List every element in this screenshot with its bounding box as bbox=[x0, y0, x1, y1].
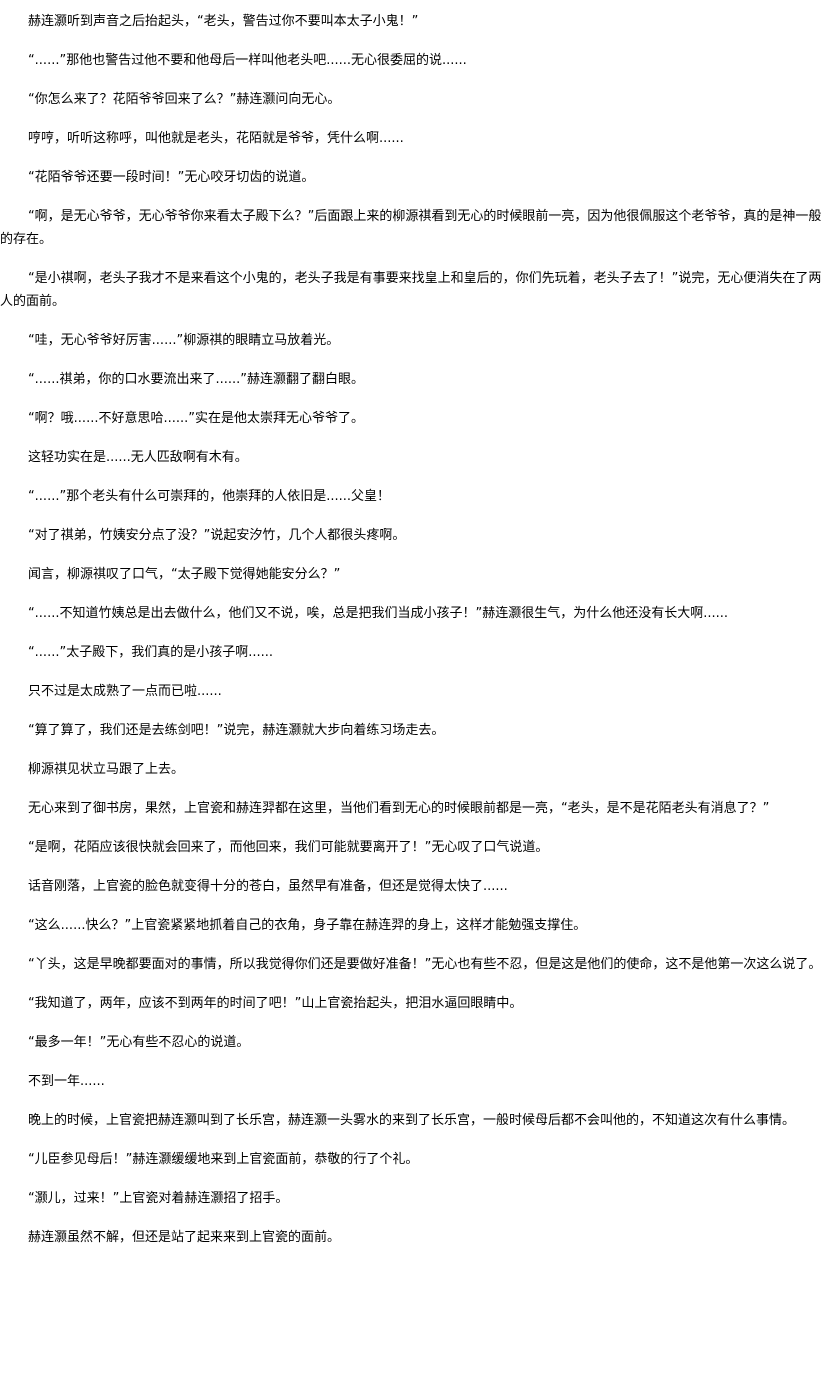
paragraph: “......祺弟，你的口水要流出来了......”赫连灏翻了翻白眼。 bbox=[27, 372, 364, 387]
paragraph: “是小祺啊，老头子我才不是来看这个小鬼的，老头子我是有事要来找皇上和皇后的，你们… bbox=[0, 271, 822, 309]
paragraph: 这轻功实在是......无人匹敌啊有木有。 bbox=[27, 450, 248, 465]
paragraph: “花陌爷爷还要一段时间！”无心咬牙切齿的说道。 bbox=[27, 170, 315, 185]
paragraph: “对了祺弟，竹姨安分点了没？”说起安汐竹，几个人都很头疼啊。 bbox=[27, 528, 406, 543]
paragraph: “儿臣参见母后！”赫连灏缓缓地来到上官瓷面前，恭敬的行了个礼。 bbox=[27, 1152, 419, 1167]
paragraph: “啊？哦......不好意思哈......”实在是他太崇拜无心爷爷了。 bbox=[27, 411, 364, 426]
paragraph: “算了算了，我们还是去练剑吧！”说完，赫连灏就大步向着练习场走去。 bbox=[27, 723, 445, 738]
document-body: 赫连灏听到声音之后抬起头，“老头，警告过你不要叫本太子小鬼！” “......”那… bbox=[0, 14, 822, 1245]
paragraph: 话音刚落，上官瓷的脸色就变得十分的苍白，虽然早有准备，但还是觉得太快了.....… bbox=[27, 879, 508, 894]
paragraph: “丫头，这是早晚都要面对的事情，所以我觉得你们还是要做好准备！”无心也有些不忍，… bbox=[27, 957, 822, 972]
paragraph: 不到一年...... bbox=[27, 1074, 105, 1089]
paragraph: 柳源祺见状立马跟了上去。 bbox=[27, 762, 184, 777]
paragraph: 赫连灏虽然不解，但还是站了起来来到上官瓷的面前。 bbox=[27, 1230, 340, 1245]
paragraph: 闻言，柳源祺叹了口气，“太子殿下觉得她能安分么？” bbox=[27, 567, 341, 582]
paragraph: “是啊，花陌应该很快就会回来了，而他回来，我们可能就要离开了！”无心叹了口气说道… bbox=[27, 840, 549, 855]
paragraph: “啊，是无心爷爷，无心爷爷你来看太子殿下么？”后面跟上来的柳源祺看到无心的时候眼… bbox=[0, 209, 822, 247]
paragraph: 赫连灏听到声音之后抬起头，“老头，警告过你不要叫本太子小鬼！” bbox=[27, 14, 419, 29]
paragraph: 无心来到了御书房，果然，上官瓷和赫连羿都在这里，当他们看到无心的时候眼前都是一亮… bbox=[27, 801, 770, 816]
paragraph: “灏儿，过来！”上官瓷对着赫连灏招了招手。 bbox=[27, 1191, 289, 1206]
paragraph: “我知道了，两年，应该不到两年的时间了吧！”山上官瓷抬起头，把泪水逼回眼睛中。 bbox=[27, 996, 523, 1011]
paragraph: “最多一年！”无心有些不忍心的说道。 bbox=[27, 1035, 250, 1050]
paragraph: “......”太子殿下，我们真的是小孩子啊...... bbox=[27, 645, 273, 660]
paragraph: “哇，无心爷爷好厉害......”柳源祺的眼睛立马放着光。 bbox=[27, 333, 340, 348]
paragraph: “......”那个老头有什么可崇拜的，他崇拜的人依旧是......父皇！ bbox=[27, 489, 390, 504]
paragraph: 只不过是太成熟了一点而已啦...... bbox=[27, 684, 222, 699]
paragraph: 晚上的时候，上官瓷把赫连灏叫到了长乐宫，赫连灏一头雾水的来到了长乐宫，一般时候母… bbox=[27, 1113, 795, 1128]
paragraph: “你怎么来了？花陌爷爷回来了么？”赫连灏问向无心。 bbox=[27, 92, 341, 107]
paragraph: “......不知道竹姨总是出去做什么，他们又不说，唉，总是把我们当成小孩子！”… bbox=[27, 606, 728, 621]
paragraph: “这么......快么？”上官瓷紧紧地抓着自己的衣角，身子靠在赫连羿的身上，这样… bbox=[27, 918, 587, 933]
paragraph: 哼哼，听听这称呼，叫他就是老头，花陌就是爷爷，凭什么啊...... bbox=[27, 131, 404, 146]
paragraph: “......”那他也警告过他不要和他母后一样叫他老头吧......无心很委屈的… bbox=[27, 53, 467, 68]
